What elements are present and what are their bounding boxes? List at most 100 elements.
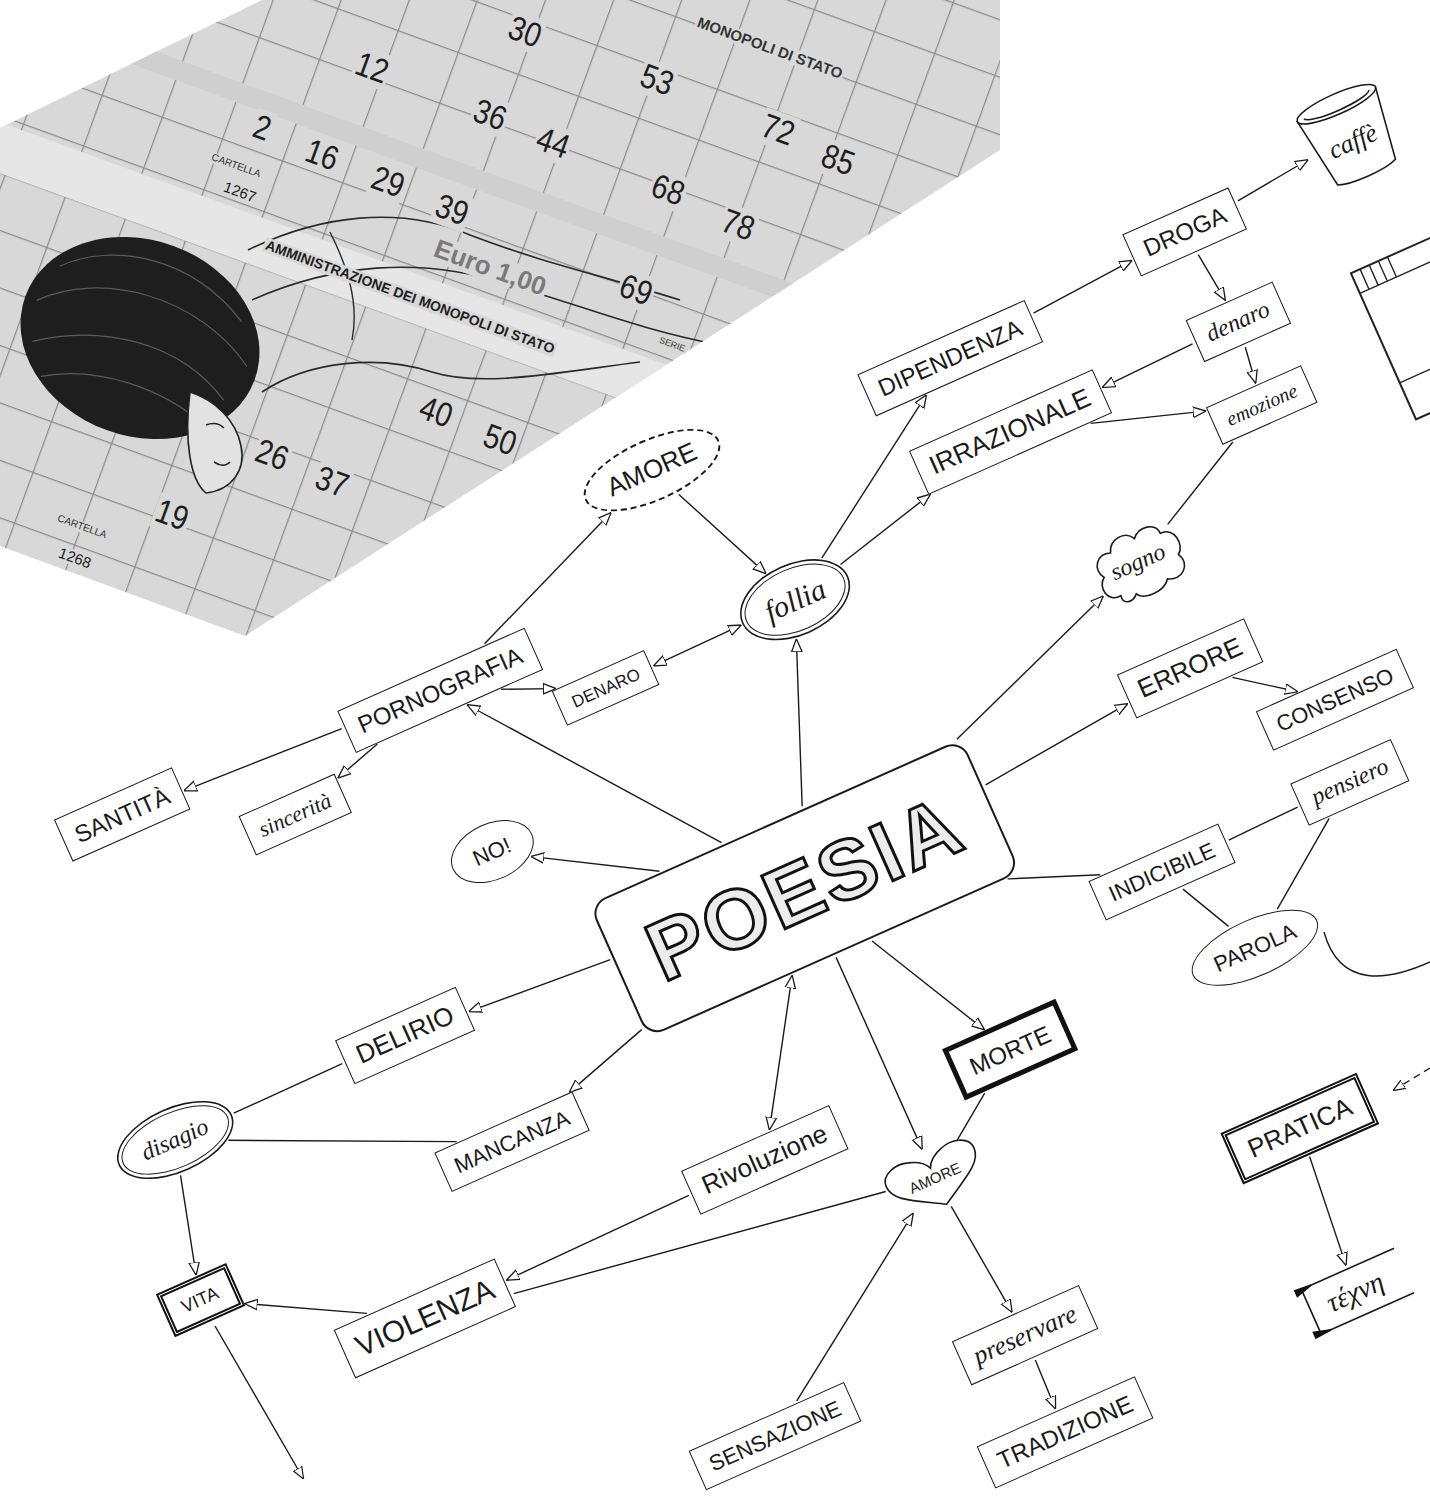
connector: [739, 640, 859, 806]
connector: [1008, 844, 1101, 910]
connector: [1198, 252, 1224, 302]
concept-box: DROGA: [1123, 187, 1248, 276]
node-label: INDICIBILE: [1105, 837, 1219, 906]
node-outline: [1304, 90, 1371, 125]
concept-box: pensiero: [1290, 739, 1409, 826]
card-number: 68: [645, 167, 691, 213]
card-number: 37: [309, 459, 355, 505]
card-text: CARTELLA: [208, 152, 264, 181]
node-label: disagio: [137, 1113, 213, 1167]
face-sketch: [206, 424, 230, 465]
connector: [872, 914, 984, 1056]
node-text: SANTITÀ: [70, 782, 174, 848]
concept-box: MANCANZA: [434, 1092, 589, 1193]
concept-box: NO!: [441, 808, 544, 895]
concept-box: PAROLA: [1181, 894, 1328, 1001]
connector: [470, 950, 610, 1020]
node-outline: [1295, 1283, 1313, 1296]
cigarette-pack: [1351, 237, 1430, 420]
concept-box: follia: [733, 549, 856, 650]
card-band: [0, 35, 1076, 559]
leader-line: [1324, 932, 1430, 976]
concept-box: INDICIBILE: [1088, 823, 1235, 920]
node-label: VIOLENZA: [350, 1272, 500, 1364]
connector: [228, 1056, 457, 1227]
node-label: AMORE: [602, 437, 701, 503]
node-label: DENARO: [569, 664, 643, 711]
connector: [746, 1214, 962, 1401]
concept-box: AMORE: [877, 1130, 993, 1226]
node-text: POESIA: [632, 776, 978, 1001]
card-sketch: [0, 0, 1076, 559]
node-text: MANCANZA: [450, 1105, 573, 1178]
card-number: 19: [149, 492, 195, 538]
node-text: DIPENDENZA: [874, 314, 1027, 402]
card-text: AMMINISTRAZIONE DEI MONOPOLI DI STATO: [262, 237, 559, 357]
node-label: SANTITÀ: [70, 782, 174, 848]
connector: [829, 495, 940, 565]
node-label: τέχνη: [1321, 1265, 1389, 1319]
connector: [1148, 442, 1253, 524]
connector: [1030, 261, 1134, 313]
node-label: POESIA: [632, 776, 978, 1001]
connector: [1300, 1157, 1356, 1265]
card-text: MONOPOLI DI STATO: [693, 14, 846, 83]
node-text: τέχνη: [1321, 1265, 1389, 1319]
card-number: 39: [429, 187, 475, 233]
concept-box: τέχνη: [1295, 1246, 1415, 1337]
concept-box: DENARO: [552, 650, 660, 726]
card-number: 85: [815, 137, 861, 183]
node-outline: [1086, 515, 1194, 611]
concept-box: caffè: [1289, 74, 1412, 197]
card-number: 53: [634, 57, 680, 103]
node-text: sincerità: [255, 788, 336, 842]
concept-box: Rivoluzione: [681, 1105, 849, 1215]
node-label: PAROLA: [1210, 919, 1300, 978]
concept-box: CONSENSO: [1256, 649, 1414, 751]
node-text: follia: [759, 571, 831, 628]
node-label: VITA: [178, 1283, 222, 1318]
node-label: IRRAZIONALE: [925, 383, 1096, 481]
hair-scribble: [0, 204, 288, 472]
node-text: VIOLENZA: [350, 1272, 500, 1364]
connector: [157, 1175, 220, 1274]
node-label: DIPENDENZA: [874, 314, 1027, 402]
node-text: ERRORE: [1133, 632, 1247, 705]
node-label: DELIRIO: [351, 1000, 458, 1070]
concept-box: AMORE: [572, 412, 732, 528]
node-text: AMORE: [602, 437, 701, 503]
node-label: follia: [759, 571, 831, 628]
node-text: DROGA: [1139, 201, 1231, 262]
node-text: DENARO: [569, 664, 643, 711]
concept-box: SANTITÀ: [54, 768, 191, 862]
card-number: 16: [299, 132, 345, 178]
connector: [1183, 878, 1229, 937]
concept-box: disagio: [111, 1091, 239, 1189]
node-label: SENSAZIONE: [705, 1396, 845, 1477]
central-box: POESIA: [589, 738, 1021, 1037]
node-text: NO!: [469, 832, 515, 871]
card-number: 1267: [220, 178, 261, 206]
node-label: emozione: [1223, 379, 1301, 431]
concept-box: PRATICA: [1221, 1072, 1380, 1184]
node-label: PRATICA: [1243, 1092, 1356, 1164]
connector: [1034, 1360, 1056, 1408]
concept-box: VITA: [155, 1263, 244, 1337]
dashed-arrow: [1394, 1068, 1430, 1090]
node-text: INDICIBILE: [1105, 837, 1219, 906]
node-label: denaro: [1202, 296, 1275, 349]
node-text: VITA: [178, 1283, 222, 1318]
node-label: ERRORE: [1133, 632, 1247, 705]
node-text: emozione: [1223, 379, 1301, 431]
node-text: preservare: [968, 1299, 1081, 1371]
node-outline: [1314, 1325, 1332, 1338]
card-number: 29: [365, 159, 411, 205]
node-label: preservare: [968, 1299, 1081, 1371]
card-text: Euro 1,00: [428, 234, 551, 301]
card-number: 1268: [55, 544, 96, 572]
concept-box: DELIRIO: [335, 986, 475, 1084]
node-text: pensiero: [1307, 753, 1393, 811]
card-number: 26: [249, 432, 295, 478]
card-text: SERIE: [656, 335, 688, 354]
node-text: Rivoluzione: [698, 1119, 833, 1201]
